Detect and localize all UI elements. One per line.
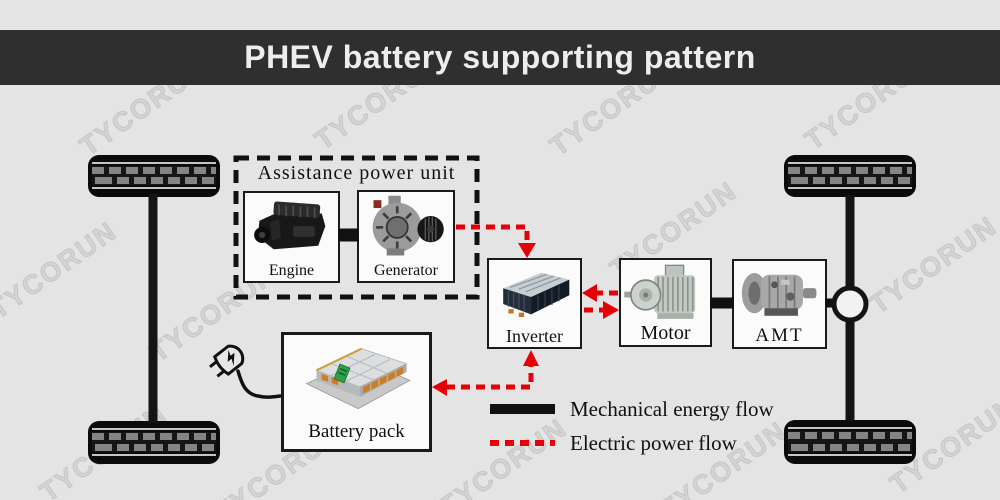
legend: Mechanical energy flow Electric power fl… [490,397,774,465]
wheel-rim-line [788,162,912,164]
watermark: TYCORUN [0,215,123,325]
generator-box: Generator [357,190,455,283]
arrow-into-battery [432,379,447,396]
inverter-box: Inverter [487,258,582,349]
motor-image [623,262,708,323]
wheel-rim-line [92,428,216,430]
generator-label: Generator [374,262,438,279]
battery-pack-image [286,337,427,417]
legend-item-mechanical: Mechanical energy flow [490,397,774,421]
engine-label: Engine [268,262,315,279]
battery-pack-box: Battery pack [281,332,432,452]
inverter-image [491,262,578,325]
motor-label: Motor [640,322,691,344]
wheel-tread-pattern [92,432,216,452]
generator-to-inverter-line [456,224,530,242]
arrow-into-motor [603,301,619,319]
plug-cord [236,369,282,399]
wheel-rim-line [788,427,912,429]
wheel-tread-pattern [92,166,216,185]
wheel-rim-line [788,454,912,456]
engine-box: Engine [243,191,340,283]
mechanical-flow-swatch [490,404,555,414]
arrow-into-inverter-bottom [523,350,539,366]
assistance-power-unit-label: Assistance power unit [257,162,456,184]
engine-image [247,195,336,259]
watermark: TYCORUN [864,210,1000,320]
title-bar: PHEV battery supporting pattern [0,30,1000,85]
generator-image [361,194,451,259]
wheel-rim-line [92,454,216,456]
wheel-front-right [784,155,916,197]
electric-flow-label: Electric power flow [570,430,737,455]
wheel-rear-left [88,421,220,464]
battery-pack-label: Battery pack [308,421,405,442]
lightning-bolt-icon [227,349,235,367]
amt-image [736,263,823,325]
arrow-into-inverter-top [518,243,536,258]
mechanical-flow-label: Mechanical energy flow [570,396,774,421]
inverter-label: Inverter [506,326,563,346]
wheel-tread-pattern [788,166,912,185]
wheel-rim-line [92,162,216,164]
battery-inverter-line [446,364,534,390]
legend-item-electric: Electric power flow [490,431,774,455]
page-title: PHEV battery supporting pattern [244,39,756,75]
charging-plug-icon [209,344,282,399]
differential-circle [831,285,869,323]
wheel-front-left [88,155,220,197]
arrow-into-inverter-right [582,284,597,302]
wheel-rim-line [788,187,912,189]
amt-box: AMT [732,259,827,349]
wheel-rear-right [784,420,916,464]
motor-box: Motor [619,258,712,347]
amt-label: AMT [755,325,804,346]
wheel-tread-pattern [788,431,912,452]
wheel-rim-line [92,187,216,189]
electric-flow-swatch [490,440,555,446]
